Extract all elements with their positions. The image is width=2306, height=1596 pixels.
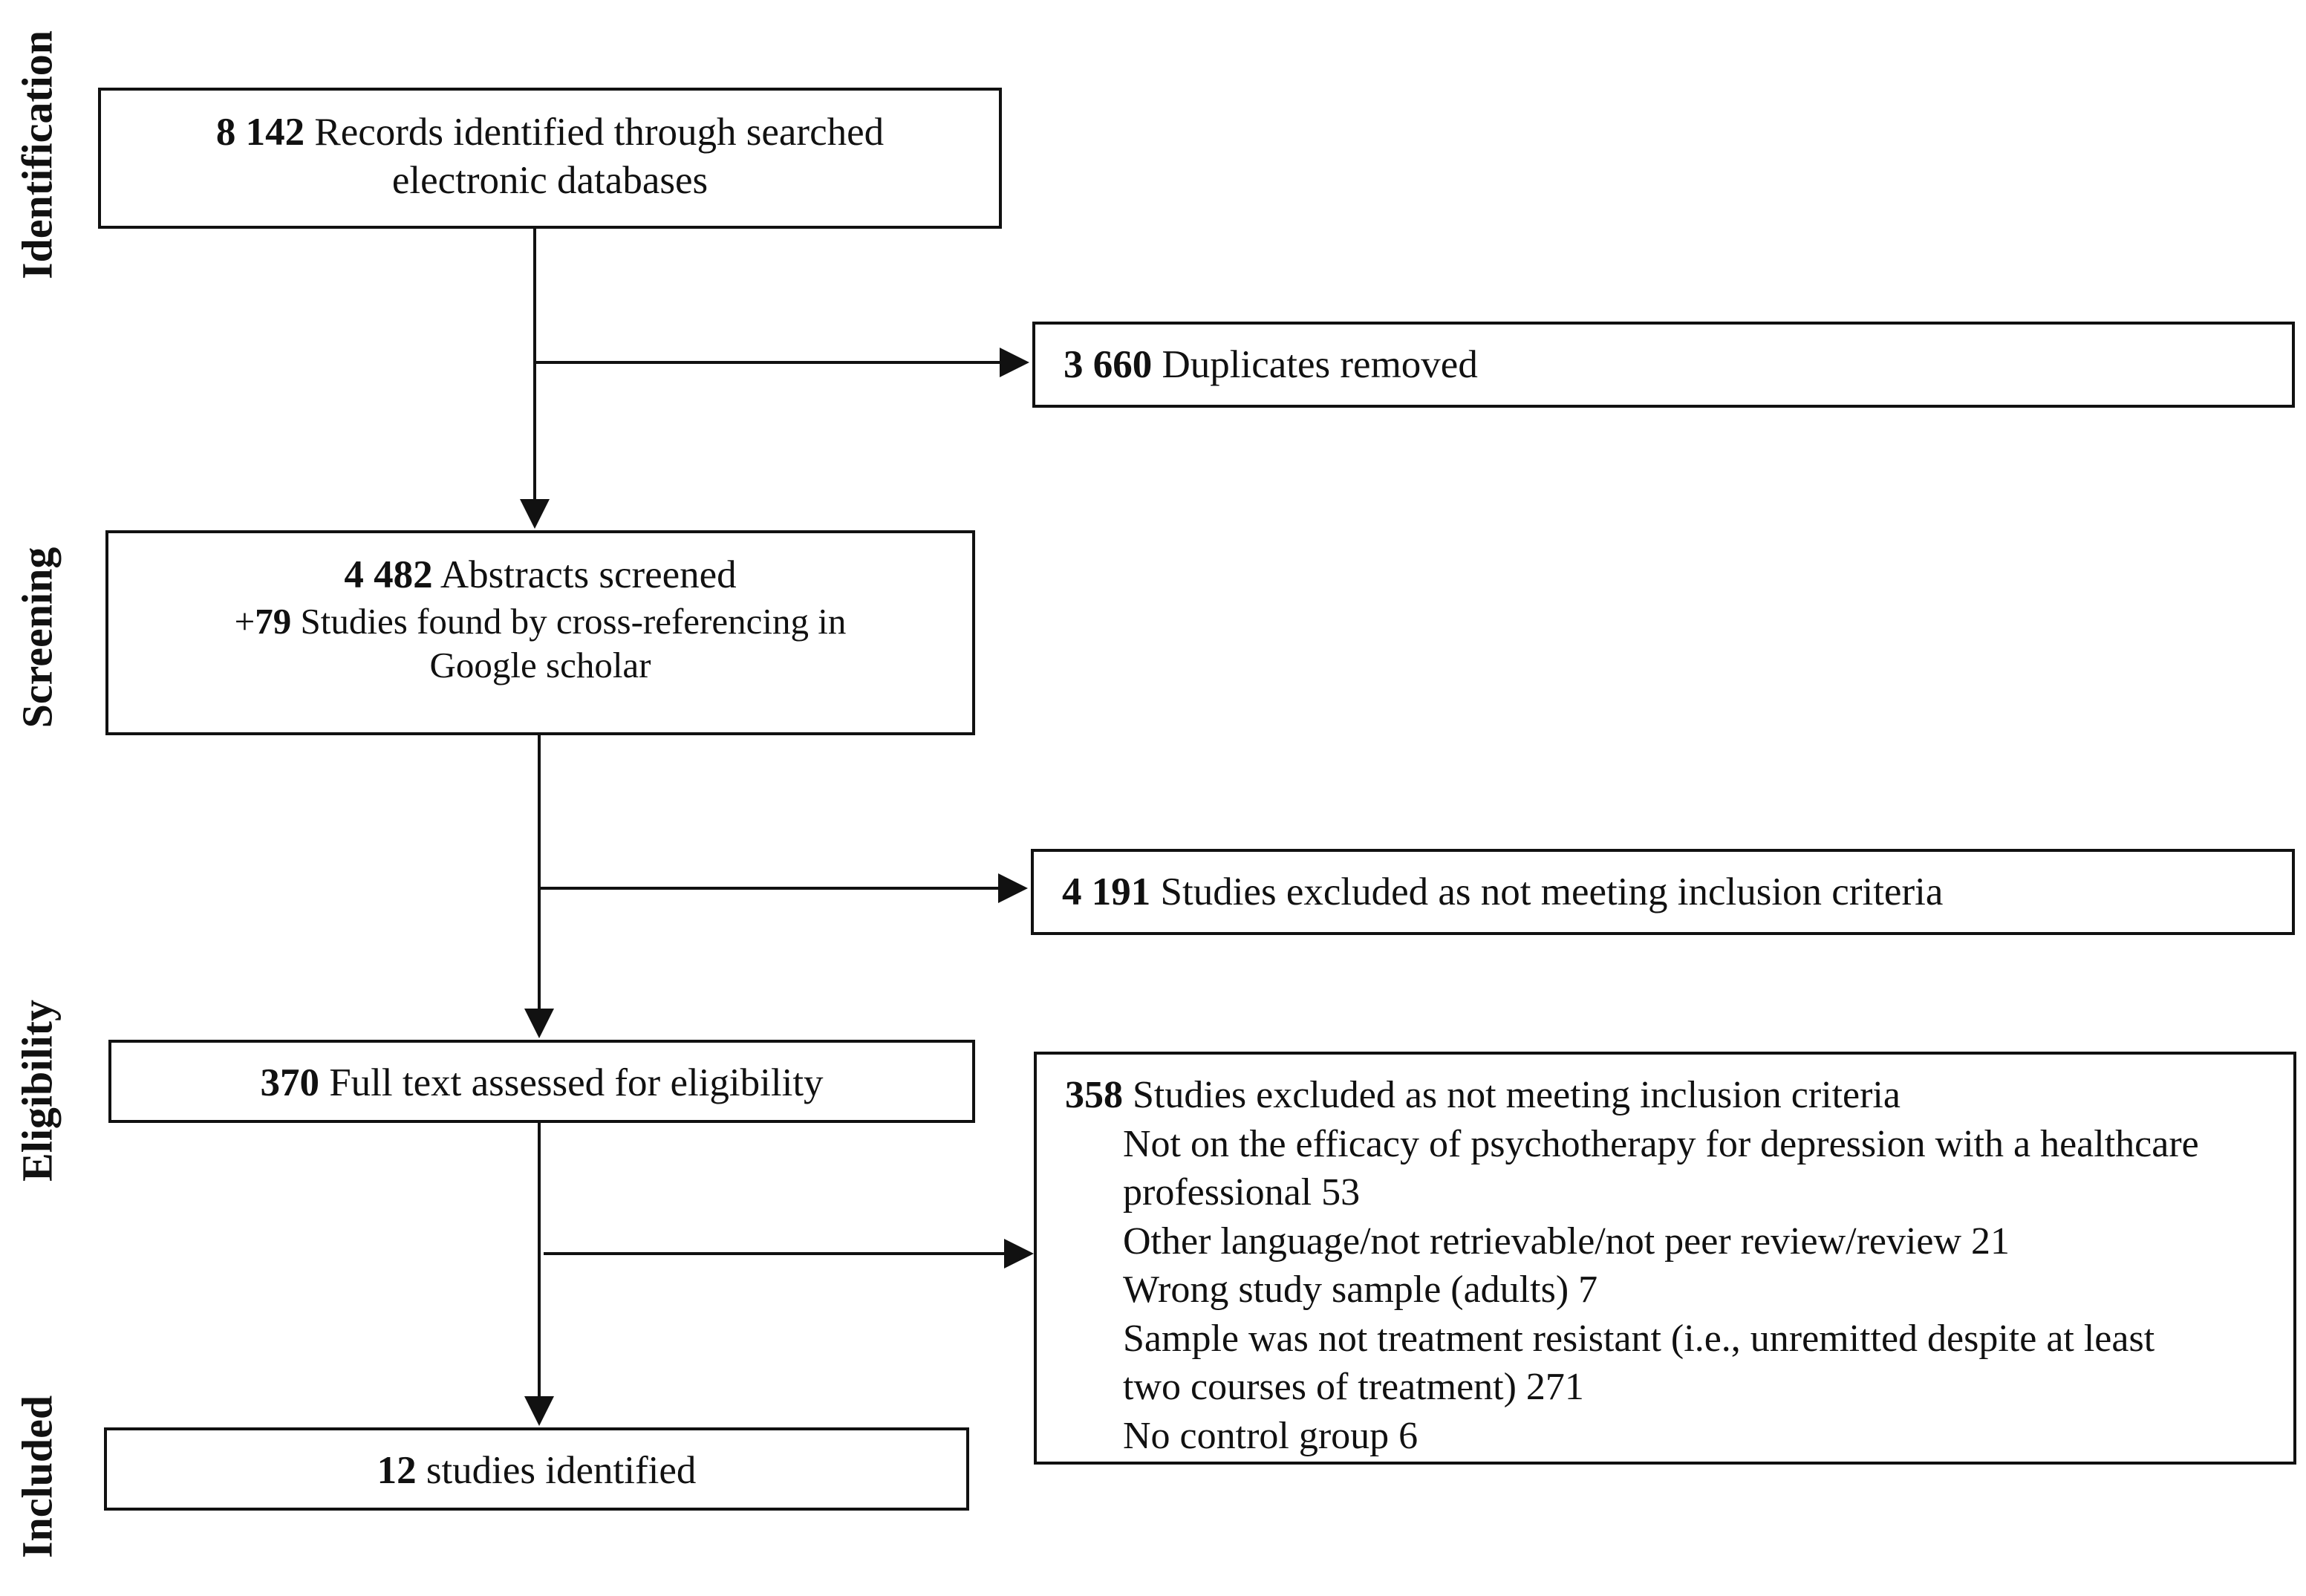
excluded-screening-box: 4 191 Studies excluded as not meeting in… xyxy=(1031,849,2295,935)
included-text: studies identified xyxy=(426,1449,697,1492)
records-text-2: electronic databases xyxy=(391,158,709,202)
exclusion-reason: Wrong study sample (adults) 7 xyxy=(1123,1268,1598,1312)
records-count: 8 142 xyxy=(215,111,305,154)
excluded-eligibility-box: 358 Studies excluded as not meeting incl… xyxy=(1034,1052,2296,1465)
records-identified-box: 8 142 Records identified through searche… xyxy=(98,88,1002,229)
fulltext-assessed-box: 370 Full text assessed for eligibility xyxy=(108,1040,975,1123)
exclusion-reason: professional 53 xyxy=(1123,1171,1361,1214)
exclusion-reason: two courses of treatment) 271 xyxy=(1123,1366,1584,1409)
included-studies-box: 12 studies identified xyxy=(104,1427,969,1511)
excluded-eligibility-text: Studies excluded as not meeting inclusio… xyxy=(1133,1074,1901,1116)
duplicates-text: Duplicates removed xyxy=(1162,343,1478,386)
exclusion-reason: Other language/not retrievable/not peer … xyxy=(1123,1219,2010,1263)
fulltext-count: 370 xyxy=(260,1061,319,1104)
excluded-eligibility-count: 358 xyxy=(1065,1074,1123,1116)
abstracts-screened-box: 4 482 Abstracts screened +79 Studies fou… xyxy=(105,530,975,735)
excluded-screening-text: Studies excluded as not meeting inclusio… xyxy=(1160,870,1944,913)
cross-count: 79 xyxy=(255,600,292,642)
cross-plus: + xyxy=(234,600,255,642)
cross-text: Studies found by cross-referencing in xyxy=(300,600,847,642)
cross-text-2: Google scholar xyxy=(429,645,651,686)
records-text: Records identified through searched xyxy=(314,111,885,154)
fulltext-text: Full text assessed for eligibility xyxy=(329,1061,824,1104)
included-count: 12 xyxy=(377,1449,417,1492)
abstracts-text: Abstracts screened xyxy=(440,553,737,596)
flow-connectors xyxy=(520,229,1034,1426)
excluded-screening-count: 4 191 xyxy=(1062,870,1151,913)
duplicates-count: 3 660 xyxy=(1064,343,1153,386)
exclusion-reason: Not on the efficacy of psychotherapy for… xyxy=(1123,1122,2199,1165)
abstracts-count: 4 482 xyxy=(344,553,433,596)
duplicates-removed-box: 3 660 Duplicates removed xyxy=(1032,322,2295,408)
exclusion-reason: Sample was not treatment resistant (i.e.… xyxy=(1123,1317,2155,1360)
exclusion-reason: No control group 6 xyxy=(1123,1414,1419,1457)
